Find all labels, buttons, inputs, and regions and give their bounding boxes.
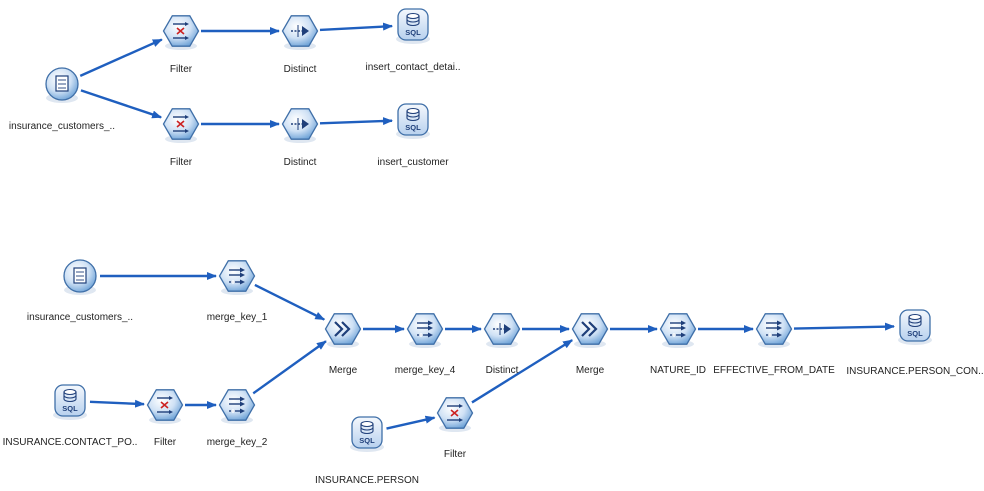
database-sql-icon: SQL <box>53 384 87 420</box>
edge-mk2-to-m1[interactable] <box>252 340 327 395</box>
database-sql-icon: SQL <box>898 309 932 345</box>
derive-icon <box>659 313 697 348</box>
svg-text:SQL: SQL <box>907 329 923 338</box>
node-label: Filter <box>170 64 193 75</box>
edge-eff-to-sqlout[interactable] <box>793 322 896 331</box>
edge-d1-to-sql1[interactable] <box>319 22 394 32</box>
database-sql-icon: SQL <box>396 103 430 139</box>
derive-icon <box>755 313 793 348</box>
node-mk4[interactable]: merge_key_4 <box>395 313 456 376</box>
node-label: merge_key_4 <box>395 365 456 376</box>
node-src2[interactable]: insurance_customers_.. <box>27 259 133 323</box>
node-label: Filter <box>444 449 467 460</box>
node-eff[interactable]: EFFECTIVE_FROM_DATE <box>713 313 835 376</box>
edge-src1-to-f1[interactable] <box>79 38 163 77</box>
filter-icon <box>162 108 200 143</box>
node-d1[interactable]: Distinct <box>281 15 319 75</box>
distinct-icon <box>281 15 319 50</box>
node-sqlout[interactable]: SQL INSURANCE.PERSON_CON.. <box>846 309 984 377</box>
node-m1[interactable]: Merge <box>324 313 362 376</box>
file-source-icon <box>45 67 79 103</box>
derive-icon <box>218 389 256 424</box>
node-label: Filter <box>170 157 193 168</box>
node-label: Distinct <box>284 64 317 75</box>
node-d3[interactable]: Distinct <box>483 313 521 376</box>
edges-layer <box>79 22 896 430</box>
node-d2[interactable]: Distinct <box>281 108 319 168</box>
node-f2[interactable]: Filter <box>162 108 200 168</box>
derive-icon <box>218 260 256 295</box>
node-label: EFFECTIVE_FROM_DATE <box>713 365 835 376</box>
node-label: insurance_customers_.. <box>9 121 115 132</box>
node-label: INSURANCE.PERSON_CON.. <box>846 366 983 377</box>
edge-mk1-to-m1[interactable] <box>254 283 326 321</box>
svg-text:SQL: SQL <box>359 436 375 445</box>
node-label: insert_contact_detai.. <box>365 62 460 73</box>
svg-text:SQL: SQL <box>405 123 421 132</box>
node-label: INSURANCE.CONTACT_PO.. <box>3 437 138 448</box>
node-label: Filter <box>154 437 177 448</box>
edge-f4-to-m2[interactable] <box>471 339 574 404</box>
node-m2[interactable]: Merge <box>571 313 609 376</box>
node-label: INSURANCE.PERSON <box>315 475 419 486</box>
node-label: merge_key_2 <box>207 437 268 448</box>
merge-icon <box>324 313 362 348</box>
node-sql1[interactable]: SQL insert_contact_detai.. <box>365 8 461 73</box>
node-label: Merge <box>329 365 358 376</box>
filter-icon <box>162 15 200 50</box>
node-f4[interactable]: Filter <box>436 397 474 460</box>
node-label: Distinct <box>284 157 317 168</box>
database-sql-icon: SQL <box>350 416 384 452</box>
node-src1[interactable]: insurance_customers_.. <box>9 67 115 132</box>
edge-person-to-f4[interactable] <box>386 415 436 430</box>
node-person[interactable]: SQL INSURANCE.PERSON <box>315 416 419 486</box>
edge-d2-to-sql2[interactable] <box>319 117 394 126</box>
distinct-icon <box>281 108 319 143</box>
distinct-icon <box>483 313 521 348</box>
edge-src1-to-f2[interactable] <box>80 89 163 119</box>
node-sql2[interactable]: SQL insert_customer <box>377 103 449 168</box>
filter-icon <box>146 389 184 424</box>
node-sqlsrc1[interactable]: SQL INSURANCE.CONTACT_PO.. <box>3 384 138 448</box>
database-sql-icon: SQL <box>396 8 430 44</box>
node-label: insurance_customers_.. <box>27 312 133 323</box>
node-mk1[interactable]: merge_key_1 <box>207 260 268 323</box>
node-mk2[interactable]: merge_key_2 <box>207 389 268 448</box>
svg-text:SQL: SQL <box>62 404 78 413</box>
filter-icon <box>436 397 474 432</box>
derive-icon <box>406 313 444 348</box>
file-source-icon <box>63 259 97 295</box>
edge-sqlsrc1-to-f3[interactable] <box>89 399 146 408</box>
node-f1[interactable]: Filter <box>162 15 200 75</box>
node-label: NATURE_ID <box>650 365 706 376</box>
svg-text:SQL: SQL <box>405 28 421 37</box>
node-nature[interactable]: NATURE_ID <box>650 313 706 376</box>
merge-icon <box>571 313 609 348</box>
node-label: merge_key_1 <box>207 312 268 323</box>
node-label: Merge <box>576 365 605 376</box>
node-label: Distinct <box>486 365 519 376</box>
node-label: insert_customer <box>377 157 449 168</box>
node-f3[interactable]: Filter <box>146 389 184 448</box>
